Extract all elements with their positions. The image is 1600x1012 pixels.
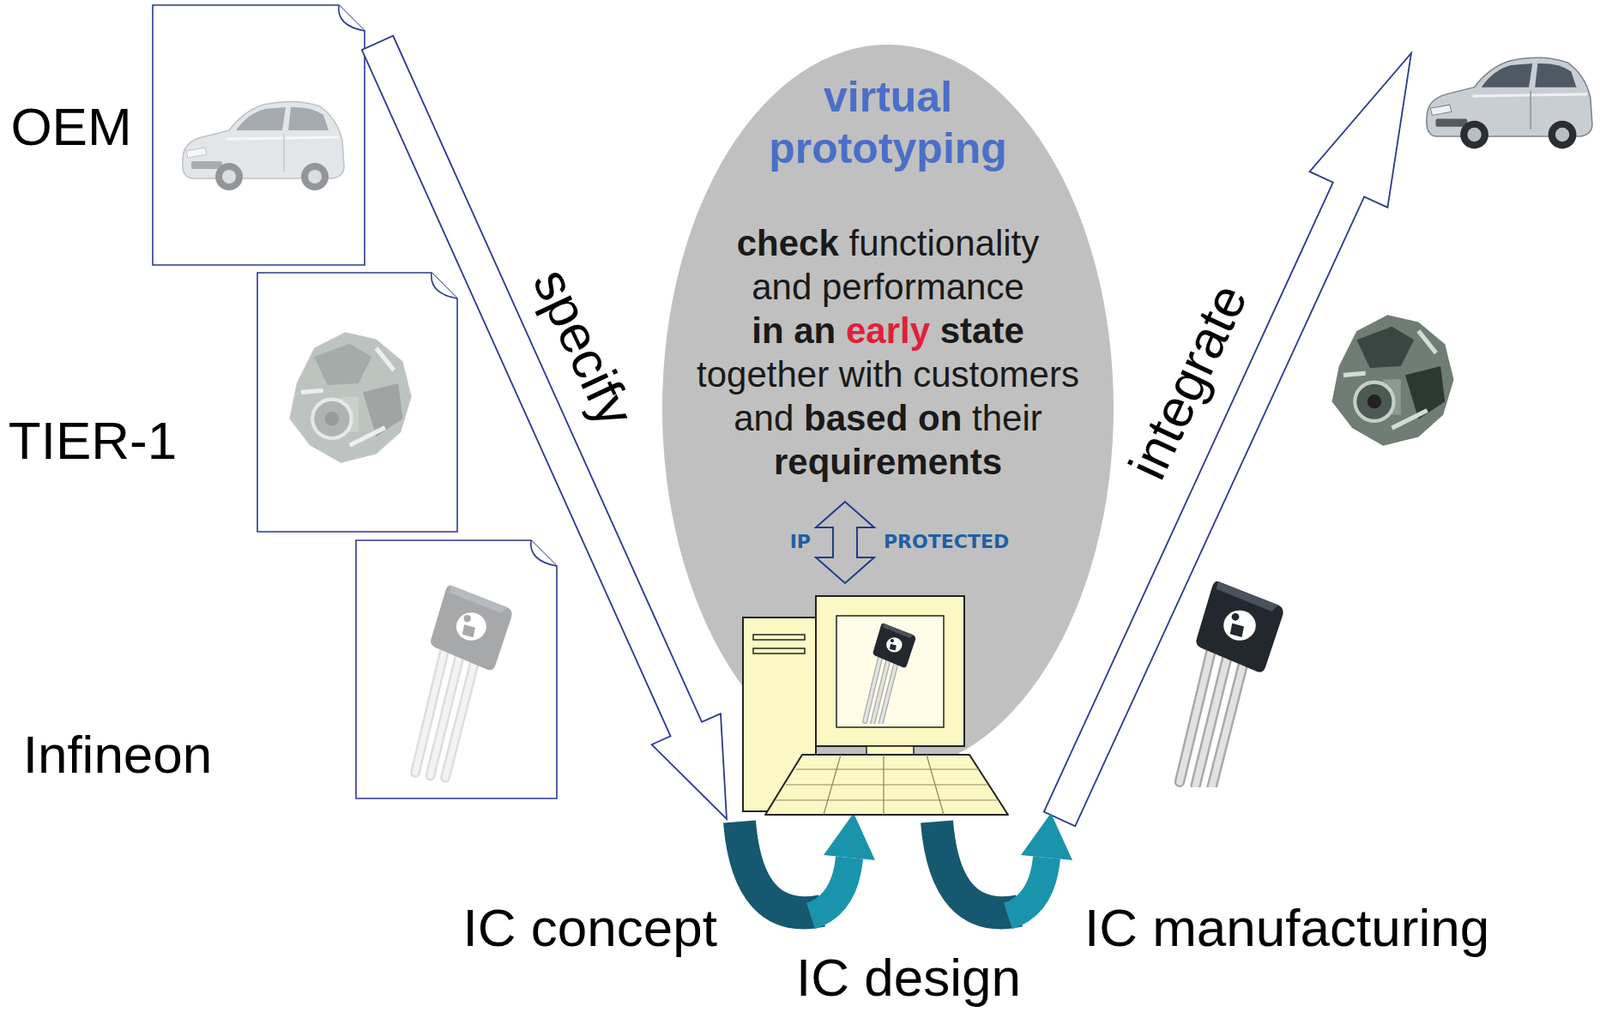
document-fold [338,5,365,31]
stage-ribbon [739,821,822,913]
keyboard-keys [775,754,999,816]
chip-on-screen [864,623,916,725]
tower-slot [753,648,805,654]
stage-arrowhead [823,813,876,861]
text-run [961,398,973,439]
text-run: customers [912,354,1080,395]
ip-label: IP [790,531,811,553]
stage-label: IC design [796,951,1021,1005]
level-label: Infineon [23,728,213,782]
level-label: TIER-1 [8,414,177,468]
text-run: their [972,398,1043,439]
arrow-label: integrate [1117,275,1259,488]
text-run: functionality [848,223,1039,264]
monitor [815,596,965,747]
prototyping-title: virtual prototyping [750,71,1026,175]
car-picture-faded [182,101,345,191]
text-run: early [845,310,930,351]
text-run: in [751,310,784,351]
car-picture [1426,57,1593,149]
ip-double-arrow [815,501,875,584]
text-run: an [793,310,836,351]
text-run: state [940,310,1025,351]
text-run [784,310,795,351]
text-run: on [917,398,962,439]
document-sheet [152,5,365,266]
keyboard [765,754,1009,816]
ellipse-shape [662,44,1114,773]
text-run [907,398,918,439]
document-fold [531,540,557,567]
text-run: performance [821,266,1025,308]
text-run [929,310,941,351]
ip-label: PROTECTED [883,531,1009,553]
document-sheet [257,272,458,532]
monitor-stand [866,746,914,755]
text-run: and [733,398,794,439]
chip-picture [1179,581,1284,788]
engine-picture [1332,314,1455,446]
text-run [839,223,850,264]
stage-arrowhead [1020,813,1073,861]
tower-slot [753,634,805,640]
text-run [903,354,914,395]
document-sheet [356,540,557,799]
arrow-label: specify [521,259,645,435]
document-fold [431,272,458,299]
text-run: and [751,266,812,308]
text-run [835,310,846,351]
text-run [828,354,840,395]
text-run [793,398,804,439]
chip-picture-faded [415,585,513,779]
stage-arrow [810,857,850,917]
text-run: with [839,354,904,395]
text-run [811,266,822,308]
text-run: requirements [773,441,1003,483]
level-label: OEM [10,100,132,154]
text-run: based [803,398,908,439]
stage-label: IC manufacturing [1084,901,1490,955]
stage-label: IC concept [463,901,718,955]
prototyping-body: check functionality and performance in a… [696,221,1080,484]
text-run: check [736,223,840,264]
engine-picture-faded [289,332,411,464]
text-run: together [696,354,829,395]
monitor-screen [836,615,944,728]
stage-ribbon [936,821,1020,913]
stage-arrow [1008,857,1047,917]
